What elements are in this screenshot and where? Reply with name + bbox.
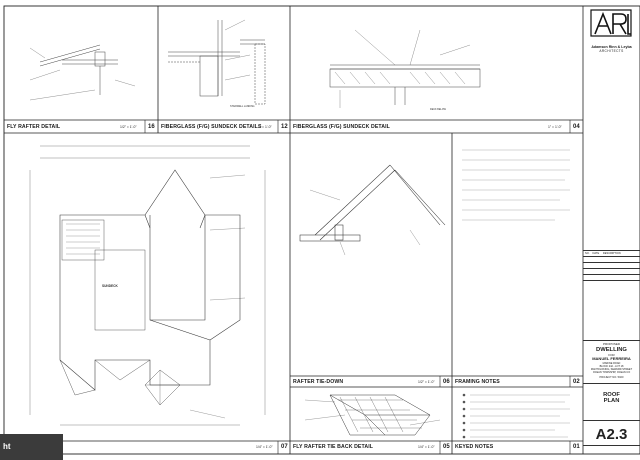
firm-logo xyxy=(590,9,632,37)
title-block: Adamson Rinn & Leyba ARCHITECTS NO. DATE… xyxy=(583,0,640,460)
roof-plan-num: 07 xyxy=(281,444,288,450)
roof-plan-drawing xyxy=(29,145,266,426)
sundeck-label: SUNDECK xyxy=(102,284,118,288)
watermark-badge: ht xyxy=(0,434,63,460)
sundeck-detail-drawing-2 xyxy=(329,29,481,108)
sundeck-fg1-title: FIBERGLASS (F/G) SUNDECK DETAILS xyxy=(161,124,262,130)
rev-date-label: DATE xyxy=(592,252,600,255)
tiedown-num: 06 xyxy=(443,379,450,385)
keyed-notes-num: 01 xyxy=(573,444,580,450)
tieback-scale: 1/4" = 1'-0" xyxy=(418,445,435,449)
tieback-title: FLY RAFTER TIE BACK DETAIL xyxy=(293,444,374,450)
sundeck-fg1-scale: 1" = 1'-0" xyxy=(258,125,272,129)
project-type: PROPOSED xyxy=(602,342,620,346)
address-line-3: MANTOLOKING, SEWARD STREET xyxy=(590,368,633,371)
deck-below-label: DECK BELOW xyxy=(430,108,446,111)
tieback-drawing xyxy=(304,394,441,436)
drawing-title-line-2: PLAN xyxy=(603,398,620,404)
tiedown-scale: 1/2" = 1'-0" xyxy=(418,380,435,384)
drawing-title-line-1: ROOF xyxy=(603,392,620,398)
sundeck-fg2-scale: 1" = 1'-0" xyxy=(548,125,562,129)
keyed-notes-bullets xyxy=(462,393,466,439)
tieback-num: 05 xyxy=(443,444,450,450)
rev-desc-label: DESCRIPTION xyxy=(602,252,621,255)
sheet-number: A2.3 xyxy=(595,426,628,443)
framing-notes-title: FRAMING NOTES xyxy=(455,379,500,385)
client-name: MANUEL FERREIRA xyxy=(592,356,631,361)
address-line-2: BLOCK 242 - LOT 18 xyxy=(599,365,624,368)
sundeck-fg2-num: 04 xyxy=(573,124,580,130)
sundeck-fg1-num: 12 xyxy=(281,124,288,130)
tiedown-title: RAFTER TIE-DOWN xyxy=(293,379,344,385)
rev-no-label: NO. xyxy=(585,252,590,255)
keyed-notes-lines xyxy=(470,394,570,438)
keyed-notes-title: KEYED NOTES xyxy=(455,444,494,450)
firm-subtitle: ARCHITECTS xyxy=(599,49,624,53)
sundeck-fg2-title: FIBERGLASS (F/G) SUNDECK DETAIL xyxy=(293,124,390,130)
fly-rafter-num: 16 xyxy=(148,124,155,130)
fly-rafter-drawing xyxy=(29,44,136,101)
project-name: DWELLING xyxy=(596,347,627,353)
rafter-tiedown-drawing xyxy=(299,164,446,256)
stairwell-label: STAIRWELL LANDING xyxy=(230,105,255,108)
rev-header: NO. DATE DESCRIPTION xyxy=(585,252,638,256)
fly-rafter-scale: 1/2" = 1'-0" xyxy=(120,125,137,129)
framing-notes-num: 02 xyxy=(573,379,580,385)
roof-plan-scale: 1/4" = 1'-0" xyxy=(256,445,273,449)
project-for: FOR xyxy=(608,353,615,357)
address-line-1: MARINE ROAD xyxy=(602,362,621,365)
fly-rafter-title: FLY RAFTER DETAIL xyxy=(7,124,61,130)
address-line-4: OCEAN TOWNSHIP, OCEAN CO xyxy=(592,371,631,374)
framing-notes-lines xyxy=(462,149,570,221)
sundeck-detail-drawing-1 xyxy=(168,19,266,105)
firm-name: Adamson Rinn & Leyba xyxy=(591,45,632,49)
project-number: PROJECT NO. 5020 xyxy=(599,376,624,379)
